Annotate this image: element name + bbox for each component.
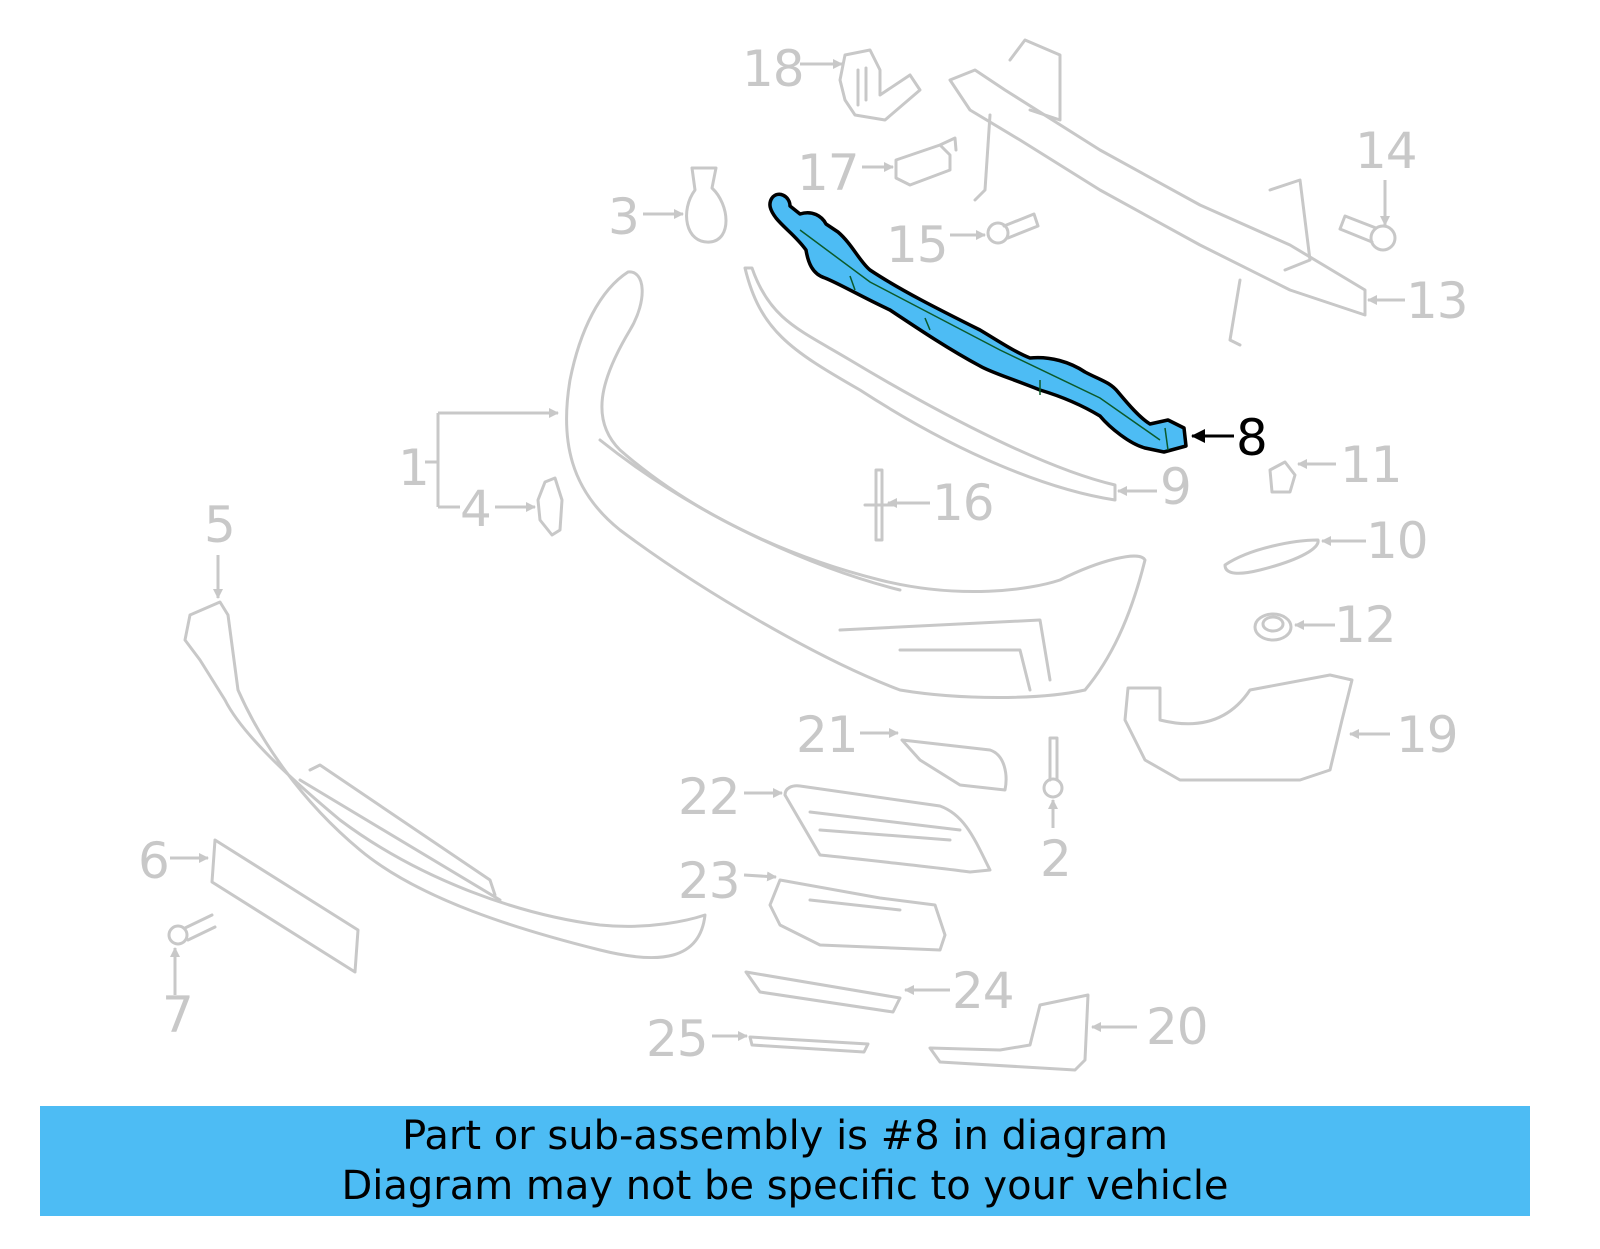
banner-part-note: Part or sub-assembly is #8 in diagram [402, 1113, 1168, 1159]
callout-15[interactable]: 15 [886, 216, 949, 274]
part-7-bolt-icon [167, 913, 217, 946]
callout-22[interactable]: 22 [678, 768, 741, 826]
leader-lines [170, 59, 1405, 1041]
part-3-cover-icon [685, 166, 728, 244]
callout-21[interactable]: 21 [796, 706, 859, 764]
callout-3[interactable]: 3 [608, 188, 640, 246]
part-2-screw-icon [1042, 736, 1064, 799]
part-16-clip-icon [863, 468, 895, 542]
part-22-grille-icon [783, 784, 992, 874]
callout-6[interactable]: 6 [138, 832, 170, 890]
callout-5[interactable]: 5 [204, 496, 236, 554]
callout-9[interactable]: 9 [1160, 458, 1192, 516]
part-13-reinforcement-icon [948, 38, 1367, 347]
part-15-bolt-icon [986, 212, 1040, 245]
banner-disclaimer: Diagram may not be specific to your vehi… [341, 1163, 1229, 1209]
callout-11[interactable]: 11 [1340, 436, 1403, 494]
callout-16[interactable]: 16 [932, 474, 995, 532]
part-20-trim-icon [928, 993, 1090, 1072]
callout-13[interactable]: 13 [1406, 272, 1469, 330]
part-1-bumper-cover-icon [565, 270, 1147, 699]
part-11-nut-icon [1268, 460, 1297, 494]
diagram-drawing [167, 38, 1405, 1072]
callout-19[interactable]: 19 [1396, 706, 1459, 764]
callout-23[interactable]: 23 [678, 852, 741, 910]
part-24-trim-icon [744, 970, 902, 1014]
callout-12[interactable]: 12 [1334, 596, 1397, 654]
callout-10[interactable]: 10 [1366, 512, 1429, 570]
part-21-trim-icon [900, 738, 1008, 792]
part-10-pad-icon [1223, 538, 1320, 575]
part-17-sensor-icon [894, 136, 958, 187]
part-9-absorber-icon [743, 266, 1117, 502]
callout-18[interactable]: 18 [742, 40, 805, 98]
callout-17[interactable]: 17 [797, 144, 860, 202]
part-5-lower-spoiler-icon [183, 600, 707, 960]
callout-14[interactable]: 14 [1355, 122, 1418, 180]
callout-25[interactable]: 25 [646, 1010, 709, 1068]
callout-8-active[interactable]: 8 [1236, 409, 1268, 467]
parts-diagram: 18 17 3 15 14 13 8 11 1 4 16 9 5 10 12 2… [138, 38, 1469, 1072]
callout-4[interactable]: 4 [460, 480, 492, 538]
part-12-grommet-icon [1253, 612, 1293, 642]
part-8-highlighted-bracket-icon [768, 192, 1188, 454]
part-25-trim-icon [748, 1035, 870, 1054]
part-19-bracket-icon [1123, 673, 1354, 782]
part-6-plate-bracket-icon [210, 838, 360, 974]
callout-24[interactable]: 24 [952, 962, 1015, 1020]
callout-7[interactable]: 7 [162, 986, 194, 1044]
part-23-grille-icon [768, 878, 947, 952]
part-18-bracket-icon [838, 48, 922, 122]
callout-20[interactable]: 20 [1146, 998, 1209, 1056]
info-banner: Part or sub-assembly is #8 in diagram Di… [40, 1106, 1530, 1216]
callout-2[interactable]: 2 [1040, 830, 1072, 888]
callout-1[interactable]: 1 [398, 439, 430, 497]
part-14-bolt-icon [1338, 214, 1397, 252]
part-4-bracket-icon [536, 476, 564, 537]
